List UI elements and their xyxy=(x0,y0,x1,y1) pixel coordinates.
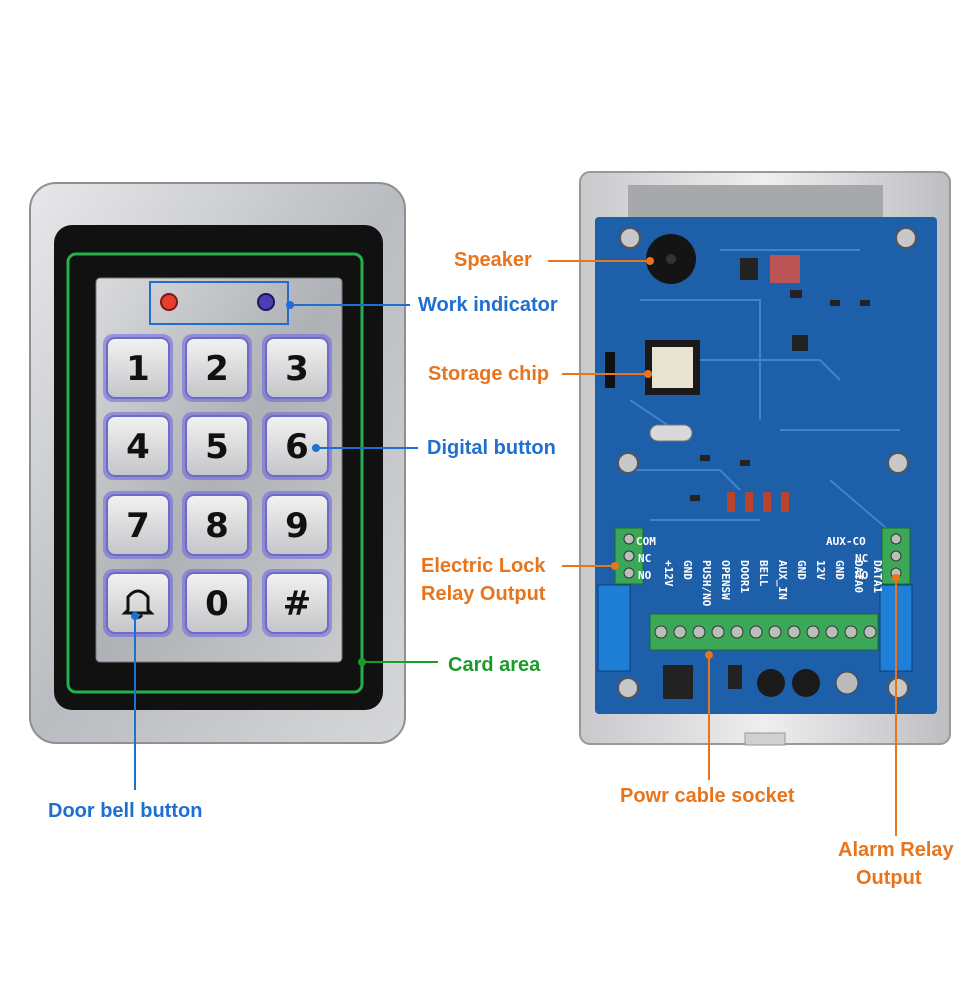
keypad-key[interactable]: 8 xyxy=(182,491,252,559)
electric-lock-label-line2: Relay Output xyxy=(421,583,546,605)
keypad-device-back xyxy=(579,171,951,746)
keypad-key-label: 3 xyxy=(285,349,309,389)
keypad-key[interactable] xyxy=(103,569,173,637)
terminal-block-label: AUX_IN xyxy=(776,560,789,600)
right-relay-label: NO xyxy=(855,569,869,582)
keypad-key-label: 8 xyxy=(205,506,229,546)
card-area-outline xyxy=(66,252,364,694)
right-relay-label: NC xyxy=(855,552,868,565)
keypad-key[interactable]: 1 xyxy=(103,334,173,402)
keypad-key[interactable]: 4 xyxy=(103,412,173,480)
keypad-key[interactable]: 9 xyxy=(262,491,332,559)
keypad-key[interactable]: 0 xyxy=(182,569,252,637)
card-area-label: Card area xyxy=(448,654,541,676)
electric-lock-label-line1: Electric Lock xyxy=(421,555,546,577)
keypad-key-label: # xyxy=(283,584,312,624)
terminal-block-label: GND xyxy=(833,560,846,580)
alarm-relay-label-line1: Alarm Relay xyxy=(838,839,954,861)
keypad-key-label: 9 xyxy=(285,506,309,546)
callout-lines xyxy=(131,257,900,836)
keypad-key[interactable]: 2 xyxy=(182,334,252,402)
regulator-icon xyxy=(663,665,693,699)
keypad-keys: 1 2 3 4 5 6 7 8 9 0 # xyxy=(103,334,332,637)
keypad-key[interactable]: # xyxy=(262,569,332,637)
left-relay-label: COM xyxy=(636,535,656,548)
keypad-key-label: 7 xyxy=(126,506,150,546)
terminal-block-label: 12V xyxy=(814,560,827,580)
terminal-block-label: DOOR1 xyxy=(738,560,751,593)
alarm-relay-label-line2: Output xyxy=(856,867,922,889)
terminal-block-label: DATA1 xyxy=(871,560,884,593)
speaker-label: Speaker xyxy=(454,249,532,271)
keypad-key-label: 4 xyxy=(126,427,150,467)
keypad-key[interactable]: 3 xyxy=(262,334,332,402)
keypad-key-label: 0 xyxy=(205,584,229,624)
keypad-key-label: 1 xyxy=(126,349,150,389)
digital-button-label: Digital button xyxy=(427,437,556,459)
terminal-block-label: BELL xyxy=(757,560,770,587)
storage-chip-label: Storage chip xyxy=(428,363,550,385)
keypad-key-label: 6 xyxy=(285,427,309,467)
terminal-block-label: GND xyxy=(795,560,808,580)
terminal-block-label: +12V xyxy=(662,560,675,587)
left-relay xyxy=(597,584,631,672)
terminal-block-label: OPENSW xyxy=(719,560,732,600)
terminal-block-label: GND xyxy=(681,560,694,580)
power-cable-label: Powr cable socket xyxy=(620,785,795,807)
power-terminal-block xyxy=(649,613,879,651)
work-indicator-label: Work indicator xyxy=(418,294,558,316)
terminal-labels: COM NC NO AUX-CO NC NO +12V GND PUSH/NO OPE… xyxy=(636,535,884,607)
left-relay-label: NO xyxy=(638,569,652,582)
keypad-key-label: 2 xyxy=(205,349,229,389)
terminal-block-label: DATA0 xyxy=(852,560,865,593)
keypad-key-label: 5 xyxy=(205,427,229,467)
door-bell-label: Door bell button xyxy=(48,800,203,822)
keypad-key[interactable]: 6 xyxy=(262,412,332,480)
right-relay-label: AUX-CO xyxy=(826,535,866,548)
blue-led-icon xyxy=(257,293,275,311)
left-relay-label: NC xyxy=(638,552,651,565)
keypad-key[interactable]: 5 xyxy=(182,412,252,480)
red-led-icon xyxy=(160,293,178,311)
terminal-block-label: PUSH/NO xyxy=(700,560,713,607)
keypad-key[interactable]: 7 xyxy=(103,491,173,559)
